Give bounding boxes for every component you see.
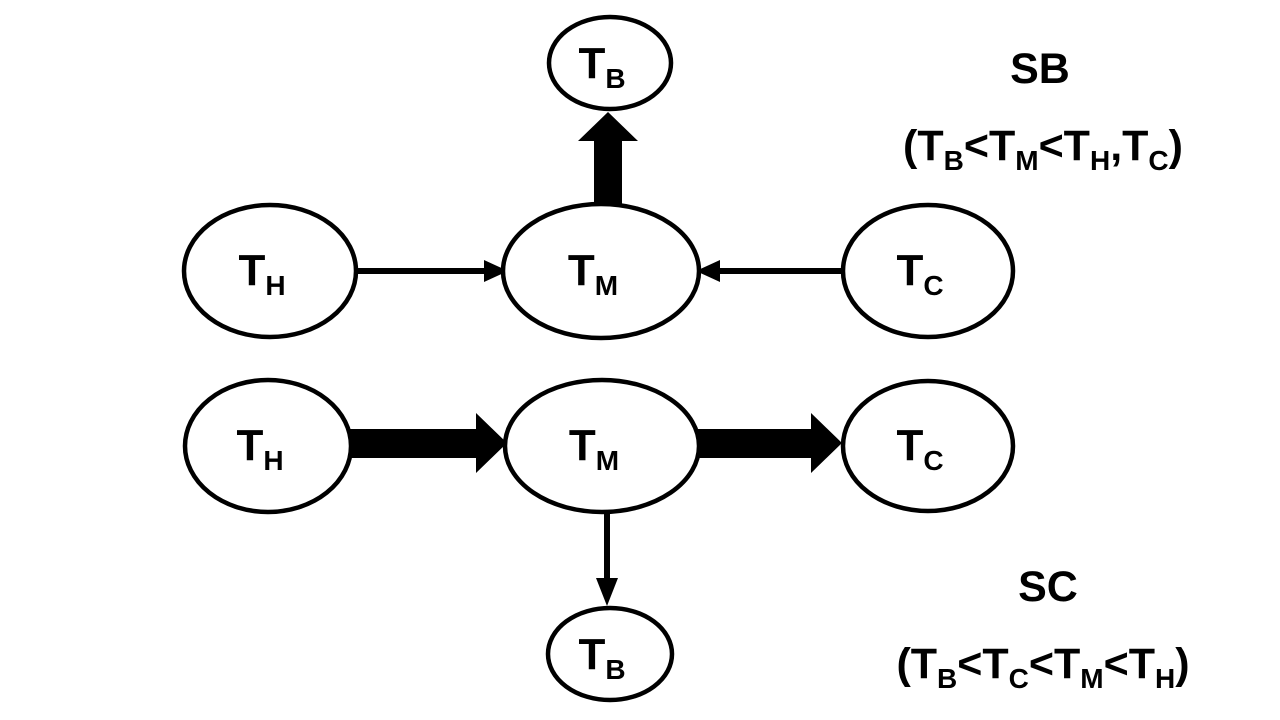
node-sc-tc[interactable]: TC bbox=[840, 378, 1016, 514]
thin-arrow-head-left bbox=[696, 260, 720, 282]
node-ellipse bbox=[546, 14, 674, 112]
node-sc-tb-label: TB bbox=[578, 630, 625, 685]
node-sb-tb[interactable]: TB bbox=[546, 14, 674, 112]
caption-sb-formula: (TB<TM<TH,TC) bbox=[903, 122, 1183, 176]
thick-arrow-right bbox=[348, 413, 507, 473]
node-sc-tc-label: TC bbox=[896, 421, 943, 476]
edge-sb-tc-to-tm bbox=[696, 260, 848, 282]
node-ellipse bbox=[840, 378, 1016, 514]
panel-sb: TB TH TM TC SB (TB<TM<TH,TC) bbox=[181, 14, 1183, 341]
node-sc-th[interactable]: TH bbox=[182, 377, 354, 515]
caption-sc-formula: (TB<TC<TM<TH) bbox=[896, 640, 1189, 694]
edge-sc-tm-to-tc bbox=[698, 413, 842, 473]
node-sb-tb-label: TB bbox=[578, 39, 625, 94]
node-ellipse bbox=[840, 202, 1016, 340]
caption-sb-title: SB bbox=[1010, 45, 1070, 93]
node-ellipse bbox=[545, 605, 675, 703]
node-ellipse bbox=[502, 377, 702, 515]
node-sc-tm-label: TM bbox=[569, 421, 619, 476]
edge-sc-th-to-tm bbox=[348, 413, 507, 473]
edge-sb-tm-to-tb bbox=[578, 112, 638, 205]
edge-sc-tm-to-tb bbox=[596, 500, 618, 606]
node-ellipse bbox=[500, 201, 702, 341]
node-sb-tc-label: TC bbox=[896, 246, 943, 301]
node-sb-tm[interactable]: TM bbox=[500, 201, 702, 341]
thin-arrow-head-down bbox=[596, 578, 618, 606]
caption-sc-title: SC bbox=[1018, 563, 1078, 611]
thin-arrow-head-right bbox=[484, 260, 508, 282]
node-ellipse bbox=[181, 202, 359, 340]
node-sb-tm-label: TM bbox=[568, 246, 618, 301]
thin-arrow-shaft bbox=[604, 500, 610, 580]
node-sb-th-label: TH bbox=[238, 246, 285, 301]
thin-arrow-shaft bbox=[718, 268, 848, 274]
node-sc-th-label: TH bbox=[236, 421, 283, 476]
node-sc-tb[interactable]: TB bbox=[545, 605, 675, 703]
node-ellipse bbox=[182, 377, 354, 515]
node-sc-tm[interactable]: TM bbox=[502, 377, 702, 515]
thick-arrow-up bbox=[578, 112, 638, 205]
edge-sb-th-to-tm bbox=[356, 260, 508, 282]
thin-arrow-shaft bbox=[356, 268, 486, 274]
thick-arrow-right bbox=[698, 413, 842, 473]
node-sb-tc[interactable]: TC bbox=[840, 202, 1016, 340]
node-sb-th[interactable]: TH bbox=[181, 202, 359, 340]
panel-sc: TH TM TC TB SC (TB<TC<TM<TH) bbox=[182, 377, 1190, 703]
